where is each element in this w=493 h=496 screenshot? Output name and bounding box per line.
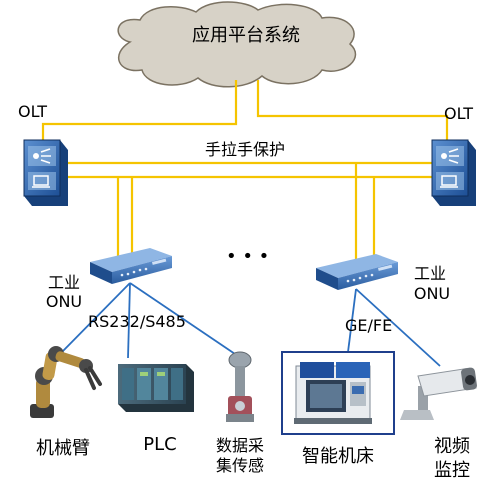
cloud-label: 应用平台系统 <box>192 25 300 46</box>
cnc-frame <box>281 351 395 435</box>
ellipsis: • • • <box>226 246 270 267</box>
backbone-label: 手拉手保护 <box>205 140 286 159</box>
onu-left-label-2: ONU <box>45 292 83 311</box>
device-label-sensor-1: 数据采 <box>215 436 264 455</box>
fiber-lines <box>41 80 449 264</box>
device-label-camera-1: 视频 <box>434 436 470 457</box>
device-label-robot-arm: 机械臂 <box>36 438 90 459</box>
onu-right-icon <box>316 254 398 290</box>
sensor-icon <box>226 351 254 422</box>
olt-right-label: OLT <box>444 104 474 123</box>
device-label-sensor-2: 集传感 <box>215 456 264 475</box>
onu-left-label-1: 工业 <box>47 273 80 292</box>
olt-left-label: OLT <box>18 102 48 121</box>
olt-right-icon <box>431 139 476 206</box>
cnc-machine-icon <box>294 362 372 424</box>
robot-arm-icon <box>30 346 102 418</box>
plc-icon <box>118 364 194 412</box>
device-links <box>61 282 441 367</box>
onu-left-icon <box>90 248 172 284</box>
olt-left-icon <box>23 139 68 206</box>
onu-right-label-2: ONU <box>413 284 451 303</box>
cloud-shape <box>117 1 357 88</box>
onu-right-label-1: 工业 <box>413 264 446 283</box>
onu-right-interface: GE/FE <box>345 316 393 335</box>
device-label-camera-2: 监控 <box>434 460 470 481</box>
device-label-plc: PLC <box>143 434 177 455</box>
onu-left-interface: RS232/S485 <box>88 312 186 331</box>
device-label-cnc: 智能机床 <box>302 446 374 467</box>
camera-icon <box>400 367 477 420</box>
